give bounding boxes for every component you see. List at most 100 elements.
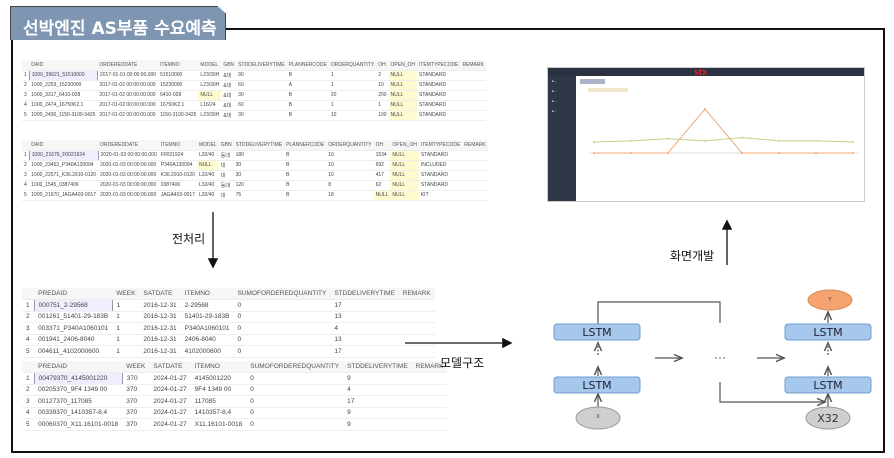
table-cell[interactable]: 2 [22, 160, 30, 171]
table-cell[interactable]: 5 [22, 110, 30, 121]
table-cell[interactable]: 1 [22, 150, 30, 161]
table-cell[interactable]: 0 [246, 372, 344, 385]
table-cell[interactable]: NULL [390, 180, 419, 191]
table-cell[interactable]: JAGA403-0017 [158, 190, 197, 201]
table-cell[interactable]: NULL [388, 90, 417, 101]
table-cell[interactable]: 2 [22, 384, 35, 396]
table-cell[interactable]: 00479370_4145001220 [33, 372, 123, 385]
table-cell[interactable]: 2020-01-03 00:00:00.000 [98, 190, 159, 201]
table-cell[interactable]: 2 [22, 311, 35, 323]
column-header[interactable]: STDDELIVERYTIME [343, 361, 412, 373]
table-cell[interactable]: L16/24 [198, 100, 222, 111]
table-cell[interactable]: P340A1060101 [180, 322, 234, 335]
table-cell[interactable]: 370 [122, 395, 150, 408]
table-cell[interactable]: 51510000 [158, 70, 199, 81]
column-header[interactable]: SATDATE [149, 361, 191, 373]
table-cell[interactable]: 4 [343, 384, 412, 396]
table-cell[interactable]: 90 [236, 70, 287, 81]
table-cell[interactable]: P340A130094 [158, 160, 197, 171]
table-cell[interactable]: KIT [418, 190, 463, 201]
column-header[interactable]: STDDELIVERYTIME [330, 288, 399, 300]
table-cell[interactable]: 370 [122, 418, 150, 431]
column-header[interactable]: ITEMNO [158, 140, 197, 151]
table-cell[interactable]: 00127370_117085 [34, 395, 123, 408]
table-cell[interactable]: 3 [22, 322, 35, 335]
table-cell[interactable]: 1000_22571_K36.2910-0120 [29, 170, 99, 181]
table-cell[interactable]: 10 [376, 80, 389, 91]
table-cell[interactable]: 1410357-8,4 [190, 407, 247, 419]
column-header[interactable]: WEEK [112, 288, 140, 300]
column-header[interactable]: REMARK [411, 361, 448, 373]
table-cell[interactable] [398, 334, 435, 346]
column-header[interactable] [22, 140, 30, 151]
table-cell[interactable]: 60 [236, 100, 287, 111]
table-cell[interactable]: 16750K2.1 [158, 100, 199, 111]
column-header[interactable]: OPEN_OH [388, 60, 417, 71]
table-cell[interactable]: STANDARD [416, 90, 461, 101]
column-header[interactable]: STDDELIVERYTIME [233, 140, 285, 151]
table-cell[interactable]: 1 [112, 334, 140, 346]
table-cell[interactable]: 9 [343, 407, 412, 419]
table-cell[interactable] [460, 90, 486, 101]
column-header[interactable]: ORDEREDDATE [97, 60, 159, 71]
table-cell[interactable]: L32/40 [196, 190, 219, 201]
table-cell[interactable]: 1000_21676_F0021924 [28, 149, 99, 161]
table-cell[interactable]: 0 [233, 299, 331, 312]
table-cell[interactable]: 4 [22, 100, 30, 111]
table-cell[interactable]: 2024-01-27 [149, 407, 191, 419]
table-cell[interactable]: 10 [328, 110, 377, 121]
table-cell[interactable]: 1 [22, 372, 35, 385]
column-header[interactable]: PLANNERCODE [284, 140, 327, 151]
table-cell[interactable]: 2 [376, 70, 389, 81]
table-cell[interactable]: 370 [122, 407, 150, 419]
column-header[interactable]: OH [376, 60, 389, 71]
table-cell[interactable]: 370 [122, 372, 150, 385]
table-cell[interactable]: 0 [233, 345, 331, 358]
table-cell[interactable]: NULL [198, 90, 222, 101]
table-cell[interactable]: L32/40 [196, 180, 219, 191]
table-cell[interactable]: 120 [233, 180, 285, 191]
table-cell[interactable]: STANDARD [418, 170, 463, 181]
table-cell[interactable] [462, 170, 488, 181]
table-cell[interactable] [398, 299, 435, 312]
table-cell[interactable]: 1000_23453_P340A130094 [29, 160, 99, 171]
table-cell[interactable] [411, 384, 448, 396]
table-cell[interactable]: 2016-12-31 [139, 334, 181, 346]
table-cell[interactable]: 9F4 1349 00 [190, 384, 247, 396]
table-cell[interactable]: 2017-01-02 00:00:00.000 [97, 80, 159, 91]
column-header[interactable] [22, 60, 30, 71]
table-cell[interactable]: NULL [388, 100, 417, 111]
table-cell[interactable]: 2-29568 [180, 299, 234, 312]
table-cell[interactable]: 1150-3100-3425 [158, 110, 199, 121]
column-header[interactable]: ITEMNO [158, 60, 199, 71]
table-cell[interactable]: STANDARD [416, 110, 461, 121]
column-header[interactable]: REMARK [398, 288, 435, 300]
table-cell[interactable]: 4 [330, 322, 399, 335]
table-cell[interactable]: 30 [233, 160, 285, 171]
table-cell[interactable]: 2024-01-27 [149, 372, 191, 385]
table-cell[interactable]: L23/30H [198, 80, 222, 91]
table-cell[interactable]: A [286, 80, 329, 91]
table-cell[interactable]: 000751_2-29568 [33, 299, 113, 312]
table-cell[interactable] [460, 80, 486, 91]
table-cell[interactable]: 0 [246, 395, 344, 408]
table-cell[interactable]: 0 [246, 418, 344, 431]
table-cell[interactable]: &대 [221, 90, 237, 101]
table-cell[interactable]: X11.16101-0018 [190, 418, 247, 431]
column-header[interactable]: ORDERQUANTITY [328, 60, 377, 71]
table-cell[interactable]: 15230000 [158, 80, 199, 91]
table-cell[interactable]: 200 [376, 90, 389, 101]
table-cell[interactable]: 75 [233, 190, 285, 201]
table-cell[interactable]: NULL [390, 190, 419, 201]
table-cell[interactable]: 4 [22, 180, 30, 191]
table-cell[interactable]: NULL [390, 150, 419, 161]
table-cell[interactable]: INCLUDED [418, 160, 463, 171]
column-header[interactable]: OH [373, 140, 391, 151]
table-cell[interactable]: 4 [22, 334, 35, 346]
table-cell[interactable] [411, 395, 448, 408]
